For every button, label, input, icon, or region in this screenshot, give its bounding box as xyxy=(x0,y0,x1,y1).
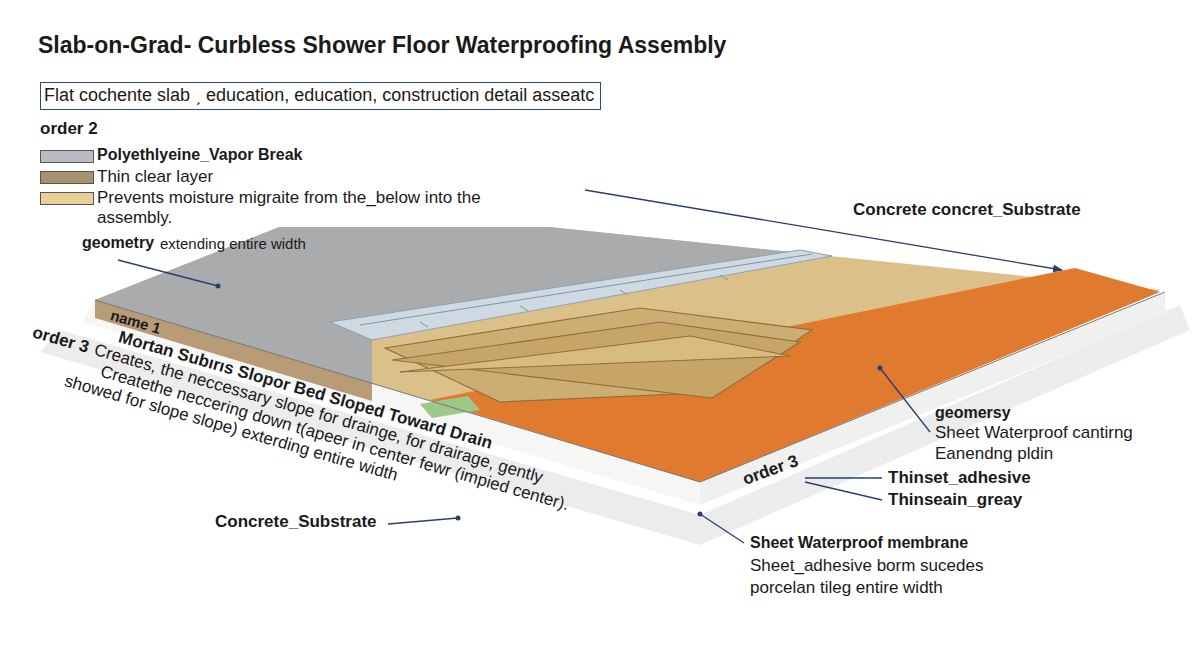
drain-tick xyxy=(620,290,628,295)
leader-line xyxy=(805,482,882,500)
drain-line xyxy=(360,254,812,325)
legend-swatch xyxy=(40,150,94,163)
callout-label: porcelan tileg entire width xyxy=(750,578,943,598)
leader-line xyxy=(388,518,458,524)
legend-text: Polyethlyeine_Vapor Break xyxy=(97,146,559,164)
leader-line xyxy=(805,477,882,478)
callout-label: geometry xyxy=(82,234,154,252)
callout-label: Eanendng pldin xyxy=(935,444,1053,464)
legend-heading: order 2 xyxy=(40,119,98,139)
legend-text: Thin clear layer xyxy=(97,167,559,187)
tile-piece xyxy=(392,322,800,398)
caption-box: Flat cochente slab ˏ education, educatio… xyxy=(40,82,601,110)
callout-label: Sheet_adhesive borm sucedes xyxy=(750,556,983,576)
legend-text: Prevents moisture migraite from the_belo… xyxy=(97,188,559,227)
tile-piece xyxy=(385,308,812,402)
callout-label: Concrete_Substrate xyxy=(215,512,377,532)
leader-line xyxy=(880,368,930,432)
callout-label: Thinseain_greay xyxy=(888,490,1022,510)
callout-label: Sheet Waterproof cantirng xyxy=(935,423,1133,443)
leader-dot xyxy=(698,512,703,517)
leader-dot xyxy=(878,366,883,371)
leader-dot xyxy=(216,284,221,289)
leader-line xyxy=(700,514,744,543)
rotated-callout-group: name 1Mortan Subırıs Slopor Bed Sloped T… xyxy=(105,306,106,307)
drain-tick xyxy=(520,306,528,311)
callout-number: order 3 xyxy=(740,451,801,489)
legend-swatch xyxy=(40,171,94,184)
leader-line xyxy=(118,260,218,286)
callout-number: order 3 xyxy=(30,323,91,358)
callout-label: Createthe neccering down t(apeer in cent… xyxy=(98,362,571,515)
callout-label: Sheet Waterproof membrane xyxy=(750,534,968,552)
callout-label: geomersy xyxy=(935,404,1011,422)
callout-label: Concrete concret_Substrate xyxy=(853,200,1081,220)
legend-swatch xyxy=(40,192,94,205)
drain-tick xyxy=(420,322,428,327)
callout-label: extending entire width xyxy=(160,235,306,252)
leader-dot xyxy=(456,516,461,521)
diagram-title: Slab-on-Grad- Curbless Shower Floor Wate… xyxy=(38,32,726,59)
drain-tick xyxy=(720,275,728,280)
callout-label: Thinset_adhesive xyxy=(888,468,1031,488)
tile-piece xyxy=(400,336,790,372)
